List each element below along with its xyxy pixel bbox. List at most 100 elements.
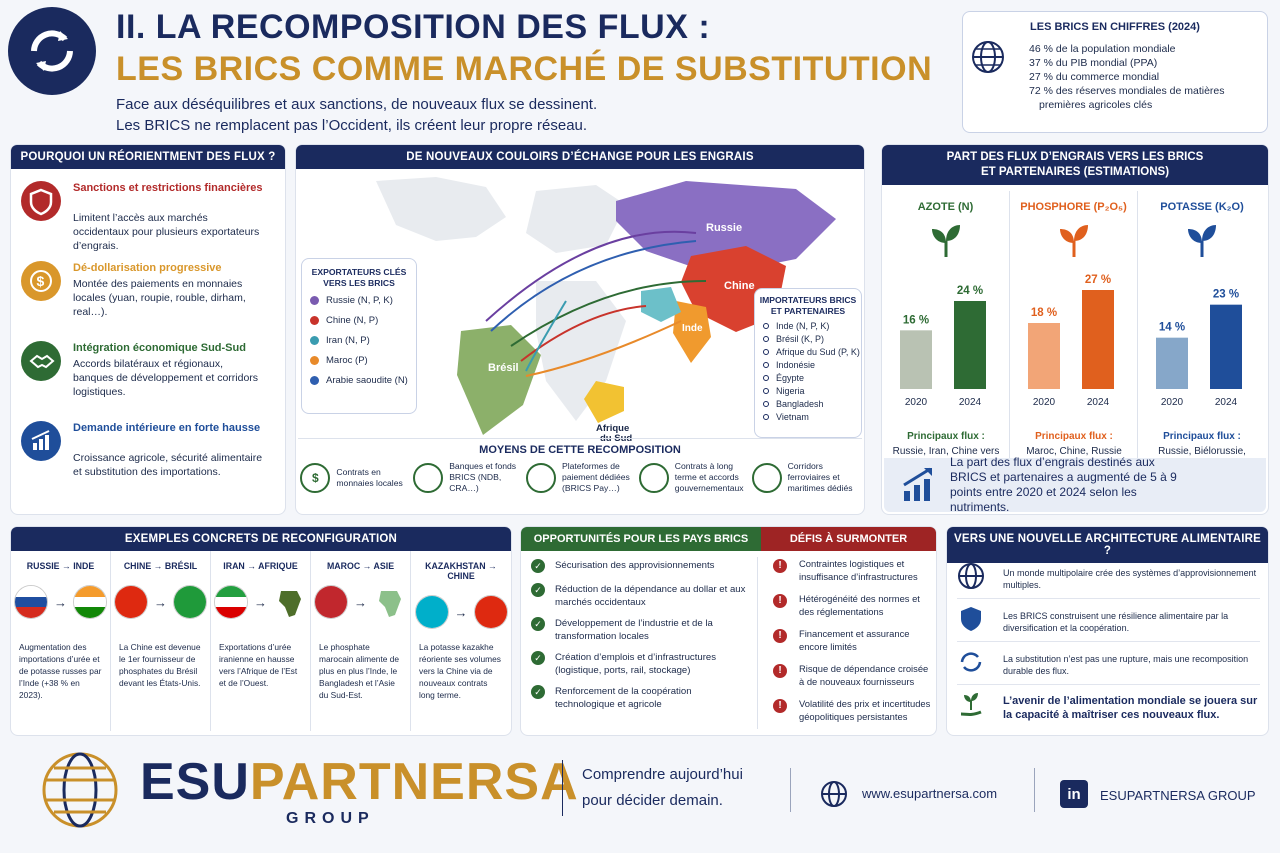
challenge-text: Contraintes logistiques et insuffisance … [799, 558, 918, 582]
means-item: $Contrats en monnaies locales [300, 462, 408, 493]
alert-icon: ! [773, 629, 787, 643]
flow-iran-brazil [520, 305, 647, 362]
flow-china-brazil [510, 280, 707, 347]
challenge-item: !Volatilité des prix et incertitudes géo… [763, 697, 935, 723]
map-land-brazil [457, 325, 541, 435]
share-title-2: ET PARTENAIRES (ESTIMATIONS) [980, 166, 1170, 178]
importer-item: Afrique du Sud (P, K) [763, 347, 861, 357]
exporter-item: Arabie saoudite (N) [310, 375, 416, 386]
why-item-desc: Croissance agricole, sécurité alimentair… [73, 452, 263, 478]
architecture-text: Les BRICS construisent une résilience al… [1003, 610, 1229, 633]
map-land-europe [526, 185, 626, 253]
iran-flag [214, 585, 248, 619]
importer-name: Vietnam [776, 412, 809, 422]
map-land-india [673, 301, 711, 363]
check-icon: ✓ [531, 559, 545, 573]
importer-name: Afrique du Sud (P, K) [776, 347, 860, 357]
importer-item: Vietnam [763, 412, 861, 422]
architecture-item: La substitution n’est pas une rupture, m… [957, 645, 1260, 685]
means-item: Corridors ferroviaires et maritimes dédi… [751, 461, 860, 494]
example-route: IRAN → AFRIQUE [223, 561, 298, 571]
map-label-south: du Sud [600, 433, 632, 441]
importer-dot [763, 401, 769, 407]
challenge-text: Volatilité des prix et incertitudes géop… [799, 698, 931, 722]
example-route: RUSSIE → INDE [26, 561, 95, 571]
bar-value-label: 18 % [1031, 307, 1057, 319]
check-icon: ✓ [531, 583, 545, 597]
hand-plant-icon [957, 692, 987, 725]
website-link[interactable]: www.esupartnersa.com [862, 786, 998, 801]
importer-item: Nigeria [763, 386, 861, 396]
importer-name: Indonésie [776, 360, 816, 370]
plant-icon [1138, 223, 1266, 264]
growth-chart-icon [21, 421, 61, 461]
flows-title: Principaux flux : [1035, 431, 1113, 442]
bar-value-label: 27 % [1085, 274, 1111, 286]
flows-title: Principaux flux : [907, 431, 985, 442]
refresh-icon [957, 648, 987, 681]
bar-2020 [1156, 337, 1188, 389]
bar-category-label: 2020 [905, 397, 928, 408]
page-title-line2: LES BRICS COMME MARCHÉ DE SUBSTITUTION [116, 50, 933, 88]
challenge-item: !Financement et assurance encore limités [763, 627, 935, 653]
example-item: MAROC → ASIE→Le phosphate marocain alime… [311, 551, 411, 731]
importer-item: Brésil (K, P) [763, 334, 861, 344]
means-label: Contrats à long terme et accords gouvern… [674, 461, 744, 493]
exporter-dot [310, 316, 319, 325]
importer-dot [763, 336, 769, 342]
architecture-text: Un monde multipolaire crée des systèmes … [1003, 567, 1257, 590]
example-item: RUSSIE → INDE→Augmentation des importati… [11, 551, 111, 731]
local-currency-icon: $ [300, 462, 331, 493]
growth-chart-icon [903, 467, 932, 501]
dollar-coin-icon: $ [21, 261, 61, 301]
challenge-item: !Hétérogénéité des normes et des régleme… [763, 592, 935, 618]
train-icon [751, 462, 782, 493]
map-label-africa: Afrique [596, 423, 629, 434]
arch-title: VERS UNE NOUVELLE ARCHITECTURE ALIMENTAI… [947, 527, 1268, 563]
russia-flag [14, 585, 48, 619]
share-note-text: La part des flux d’engrais destinés aux … [950, 455, 1177, 514]
payment-network-icon [525, 462, 556, 493]
exporter-item: Russie (N, P, K) [310, 295, 416, 306]
bar-2024 [1210, 304, 1242, 389]
handshake-icon [21, 341, 61, 381]
bank-icon [413, 462, 444, 493]
means-item: Plateformes de paiement dédiées (BRICS P… [525, 461, 634, 494]
bar-2020 [900, 330, 932, 389]
opportunity-item: ✓Renforcement de la coopération technolo… [531, 685, 751, 711]
architecture-text: L’avenir de l’alimentation mondiale se j… [1003, 695, 1258, 721]
bar-category-label: 2024 [1215, 397, 1238, 408]
exporter-name: Iran (N, P) [326, 335, 370, 346]
importer-item: Bangladesh [763, 399, 861, 409]
opportunity-item: ✓Sécurisation des approvisionnements [531, 559, 751, 573]
check-icon: ✓ [531, 617, 545, 631]
linkedin-link[interactable]: ESUPARTNERSA GROUP [1100, 788, 1256, 803]
globe-icon [957, 562, 987, 595]
bar-2024 [1082, 290, 1114, 389]
share-panel: PART DES FLUX D’ENGRAIS VERS LES BRICS E… [881, 144, 1269, 515]
arrow-right-icon: → [354, 594, 367, 610]
example-item: KAZAKHSTAN → CHINE→La potasse kazakhe ré… [411, 551, 511, 731]
exporters-box: EXPORTATEURS CLÉS VERS LES BRICS Russie … [301, 258, 417, 414]
alert-icon: ! [773, 594, 787, 608]
shield-icon [957, 605, 987, 638]
importer-name: Nigeria [776, 386, 805, 396]
example-route: KAZAKHSTAN → CHINE [425, 561, 497, 581]
importer-dot [763, 388, 769, 394]
map-label-russia: Russie [706, 222, 742, 234]
stats-item: 27 % du commerce mondial [1029, 71, 1160, 83]
china-flag [473, 595, 508, 629]
bar-category-label: 2020 [1033, 397, 1056, 408]
tree-sprout-icon [1010, 223, 1137, 264]
linkedin-icon[interactable]: in [1060, 780, 1088, 808]
flows-title: Principaux flux : [1163, 431, 1241, 442]
opportunity-text: Création d’emplois et d’infrastructures … [555, 652, 717, 676]
globe-icon [971, 40, 1005, 79]
opp-chal-panel: OPPORTUNITÉS POUR LES PAYS BRICS DÉFIS À… [520, 526, 937, 736]
